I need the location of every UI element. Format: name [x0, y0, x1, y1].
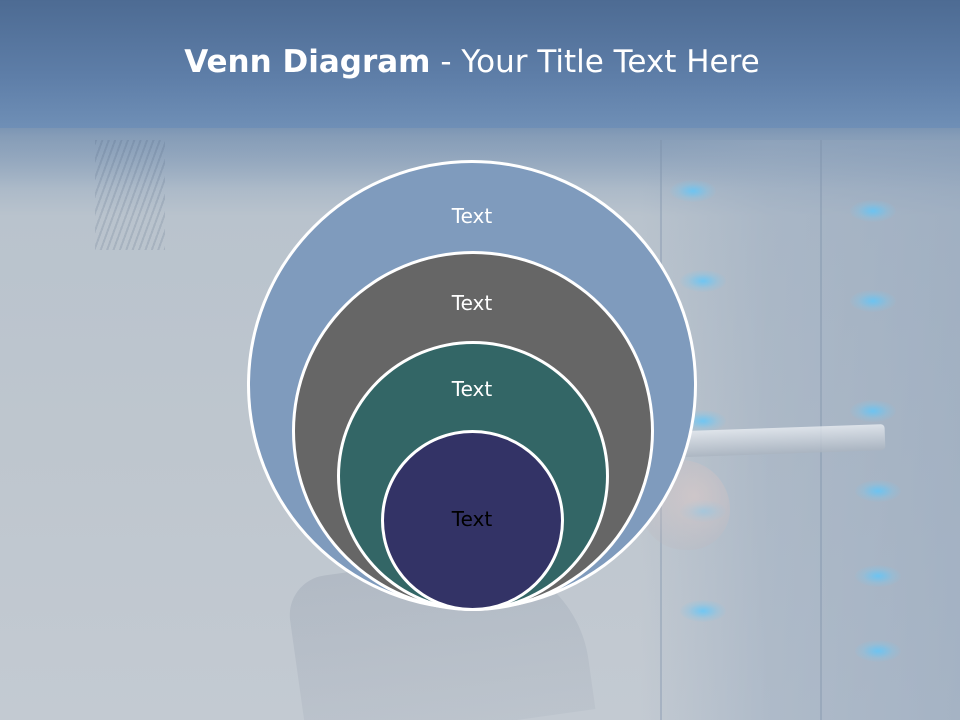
circle-outer-label: Text	[451, 204, 493, 228]
circle-inner-label: Text	[451, 507, 493, 531]
circle-inner	[381, 430, 564, 611]
background-figure	[95, 140, 165, 250]
circle-second-label: Text	[451, 291, 493, 315]
slide-title: Venn Diagram - Your Title Text Here	[0, 40, 944, 84]
circle-third-label: Text	[451, 377, 493, 401]
title-rest: - Your Title Text Here	[430, 44, 760, 80]
title-bold: Venn Diagram	[184, 44, 431, 80]
title-band	[0, 0, 960, 128]
